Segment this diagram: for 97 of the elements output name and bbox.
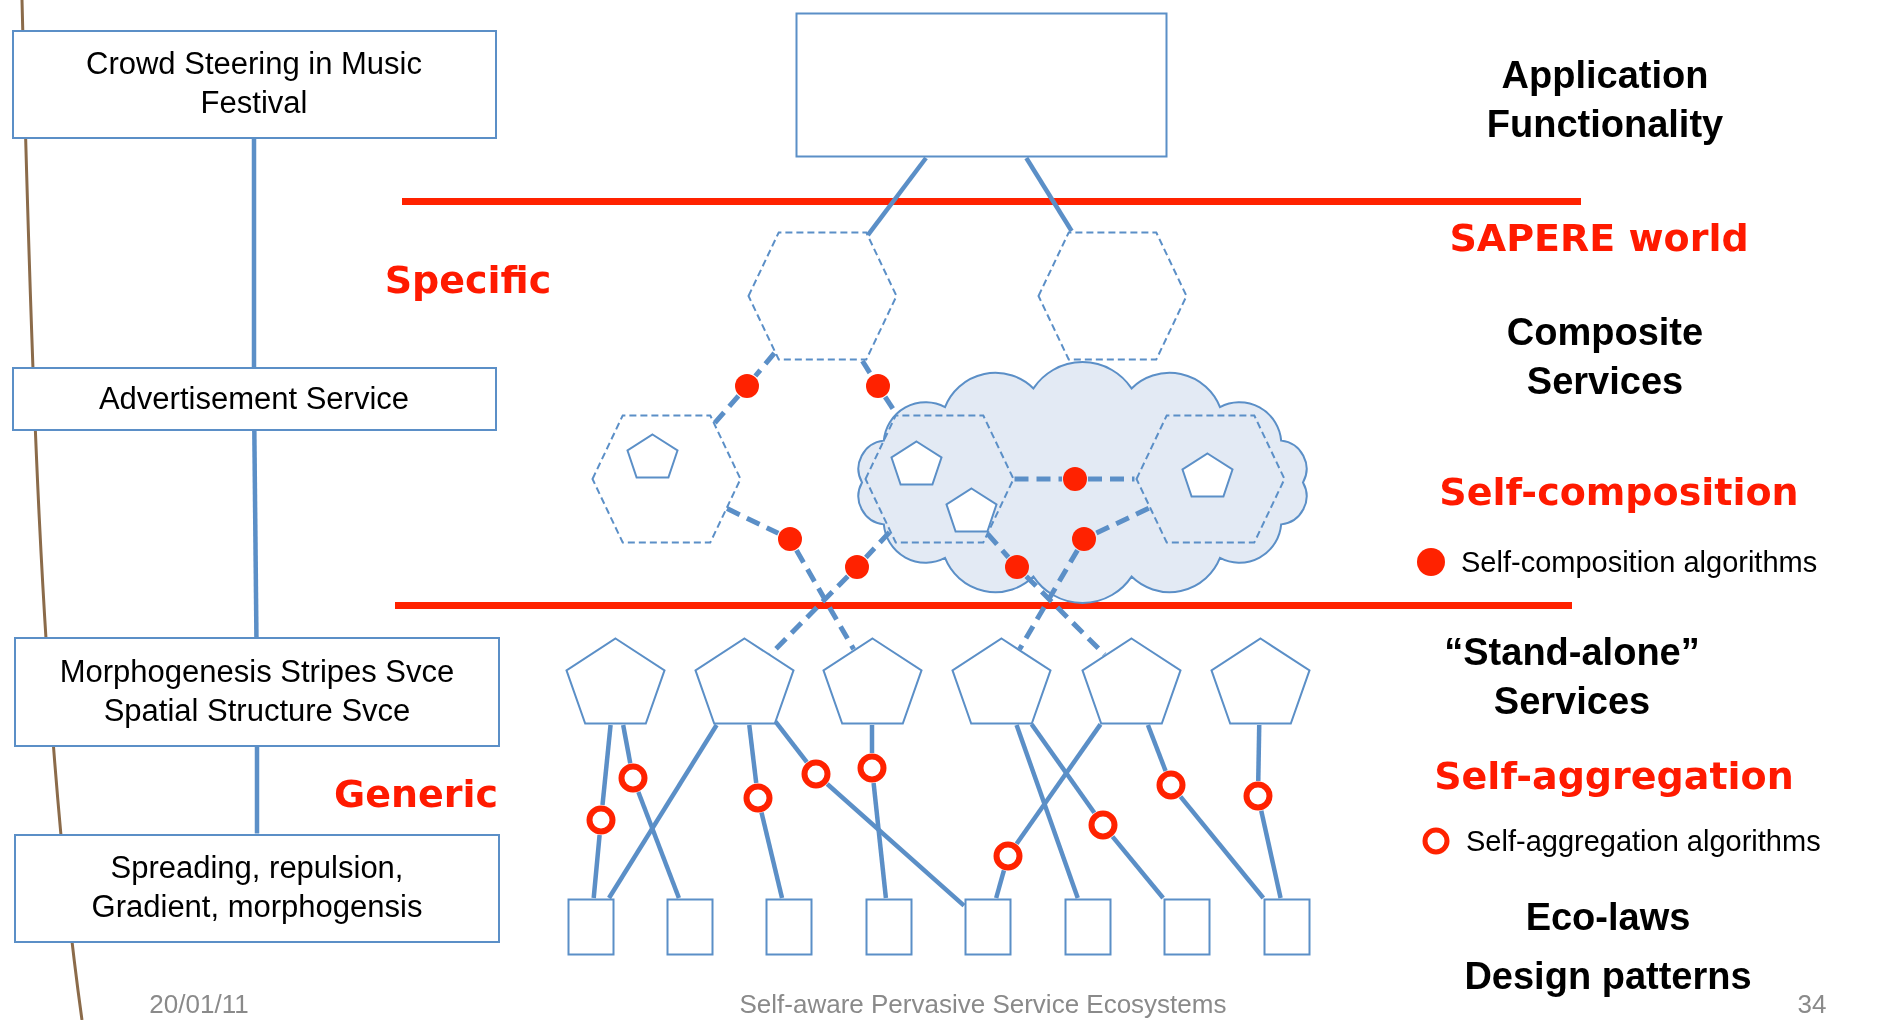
layer-tag: Self-aggregation: [1434, 754, 1794, 798]
pentagon-shape: [625, 433, 679, 479]
layer-heading: “Stand-alone” Services: [1443, 629, 1701, 724]
dashed-connector: [726, 506, 780, 536]
hexagon-shape: [590, 414, 742, 544]
algorithm-ring: [743, 783, 773, 813]
connector-line: [600, 724, 613, 806]
pentagon-shape: [821, 637, 923, 725]
footer-date: 20/01/11: [149, 988, 249, 1020]
pentagon-shape: [1180, 452, 1234, 498]
dashed-connector: [1094, 505, 1150, 536]
algorithm-ring: [1156, 770, 1186, 800]
service-box: Crowd Steering in Music Festival: [11, 29, 497, 139]
empty-box: [765, 898, 813, 956]
connector-line: [759, 812, 785, 899]
dashed-connector: [985, 532, 1011, 559]
connector-line: [1014, 723, 1103, 846]
empty-box: [794, 12, 1168, 158]
algorithm-dot: [734, 373, 760, 399]
dashed-connector: [794, 549, 856, 651]
layer-heading: Application Functionality: [1485, 52, 1725, 147]
connector-line: [747, 724, 759, 784]
layer-tag: Self-composition: [1439, 470, 1799, 514]
algorithm-ring: [857, 753, 887, 783]
connector-line: [773, 720, 809, 764]
connector-line: [1256, 724, 1262, 782]
connector-line: [866, 156, 928, 237]
layer-heading: Eco-laws: [1525, 895, 1691, 941]
empty-box: [865, 898, 913, 956]
dashed-connector: [712, 394, 741, 426]
hexagon-shape: [746, 231, 898, 361]
dashed-connector: [1017, 548, 1080, 651]
connector-line: [1014, 724, 1080, 899]
legend-text: Self-composition algorithms: [1461, 545, 1818, 580]
dashed-connector: [864, 530, 892, 560]
empty-box: [1263, 898, 1311, 956]
connector-line: [591, 834, 602, 899]
pentagon-shape: [693, 637, 795, 725]
connector-line: [1024, 156, 1074, 233]
dashed-connector: [1024, 574, 1107, 657]
algorithm-ring: [586, 805, 616, 835]
algorithm-ring: [801, 759, 831, 789]
service-box: Spreading, repulsion, Gradient, morphogensis: [14, 833, 500, 943]
empty-box: [1064, 898, 1112, 956]
empty-box: [666, 898, 714, 956]
pentagon-shape: [1080, 637, 1182, 725]
algorithm-ring: [1088, 810, 1118, 840]
pentagon-shape: [1209, 637, 1311, 725]
algorithm-ring: [1243, 781, 1273, 811]
pentagon-shape: [950, 637, 1052, 725]
connector-line: [1178, 795, 1266, 900]
algorithm-ring: [618, 763, 648, 793]
layer-heading: Composite Services: [1505, 309, 1705, 404]
layer-tag: Generic: [333, 772, 499, 816]
hexagon-shape: [863, 414, 1015, 544]
connector-line: [1145, 724, 1168, 772]
layer-tag: SAPERE world: [1449, 216, 1749, 260]
connector-line: [620, 724, 633, 764]
empty-box: [1163, 898, 1211, 956]
connector-line: [825, 782, 966, 908]
page-number: 34: [1797, 988, 1827, 1020]
connector-line: [994, 869, 1007, 899]
pentagon-shape: [889, 440, 943, 486]
pentagon-shape: [564, 637, 666, 725]
empty-box: [964, 898, 1012, 956]
legend-text: Self-aggregation algorithms: [1466, 824, 1821, 859]
connector-line: [1259, 810, 1283, 899]
dashed-connector: [1088, 476, 1135, 482]
dashed-connector: [768, 574, 850, 657]
algorithm-dot: [1004, 554, 1030, 580]
connector-line: [254, 747, 260, 834]
connector-line: [869, 725, 875, 753]
layer-heading: Design patterns: [1464, 954, 1752, 1000]
algorithm-dot: [865, 373, 891, 399]
service-box: Morphogenesis Stripes Svce Spatial Structure Svce: [14, 637, 500, 747]
dashed-connector: [753, 351, 777, 378]
pentagon-shape: [944, 487, 998, 533]
hexagon-shape: [1134, 414, 1286, 544]
layer-tag: Specific: [384, 258, 552, 302]
connector-line: [1110, 835, 1165, 900]
dashed-connector: [860, 359, 874, 377]
connector-line: [636, 791, 681, 899]
service-box: Advertisement Service: [11, 367, 497, 431]
empty-box: [567, 898, 615, 956]
algorithm-dot: [1062, 466, 1088, 492]
dashed-connector: [1014, 476, 1062, 482]
connector-line: [251, 138, 257, 367]
connector-line: [1029, 722, 1097, 815]
connector-line: [607, 723, 719, 900]
algorithm-dot: [777, 526, 803, 552]
connector-line: [252, 430, 259, 638]
footer-title: Self-aware Pervasive Service Ecosystems: [739, 988, 1227, 1020]
algorithm-dot: [844, 554, 870, 580]
algorithm-dot: [1071, 526, 1097, 552]
hexagon-shape: [1036, 231, 1188, 361]
connector-line: [871, 782, 889, 899]
algorithm-ring: [993, 841, 1023, 871]
